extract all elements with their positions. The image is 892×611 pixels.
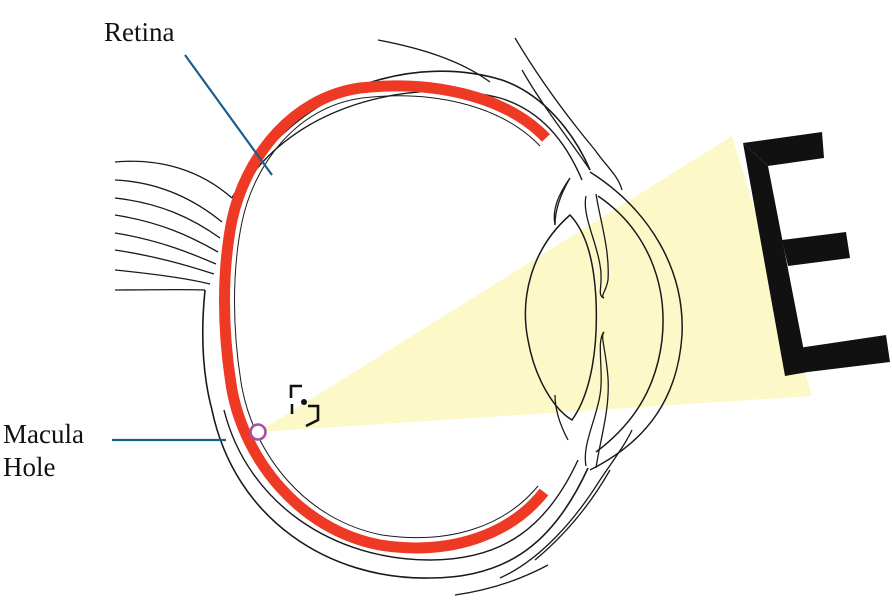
- macula-hole-ring-icon: [249, 423, 267, 441]
- sclera-outer-back: [202, 289, 213, 411]
- blurred-image-bracket-icon: [289, 384, 320, 428]
- cornea-icon: [595, 195, 664, 453]
- cornea-outer: [589, 171, 683, 471]
- eyelid-lines: [377, 37, 633, 596]
- optic-nerve-icon: [114, 160, 233, 291]
- sclera-inner: [243, 90, 583, 187]
- sclera-inner-lower: [223, 409, 579, 561]
- retina-icon: [219, 80, 550, 554]
- letter-e-chart-icon: [743, 132, 890, 376]
- sclera-outline-lower: [211, 409, 589, 579]
- hole-label: Hole: [3, 452, 56, 482]
- sclera-outline: [231, 70, 591, 199]
- retina-leader-line: [184, 54, 273, 176]
- retina-inner-edge: [234, 95, 541, 539]
- iris-structure: [553, 177, 609, 469]
- retina-label: Retina: [104, 17, 175, 47]
- light-cone-icon: [258, 136, 812, 432]
- lens-icon: [524, 213, 598, 421]
- macula-label: Macula: [3, 419, 84, 449]
